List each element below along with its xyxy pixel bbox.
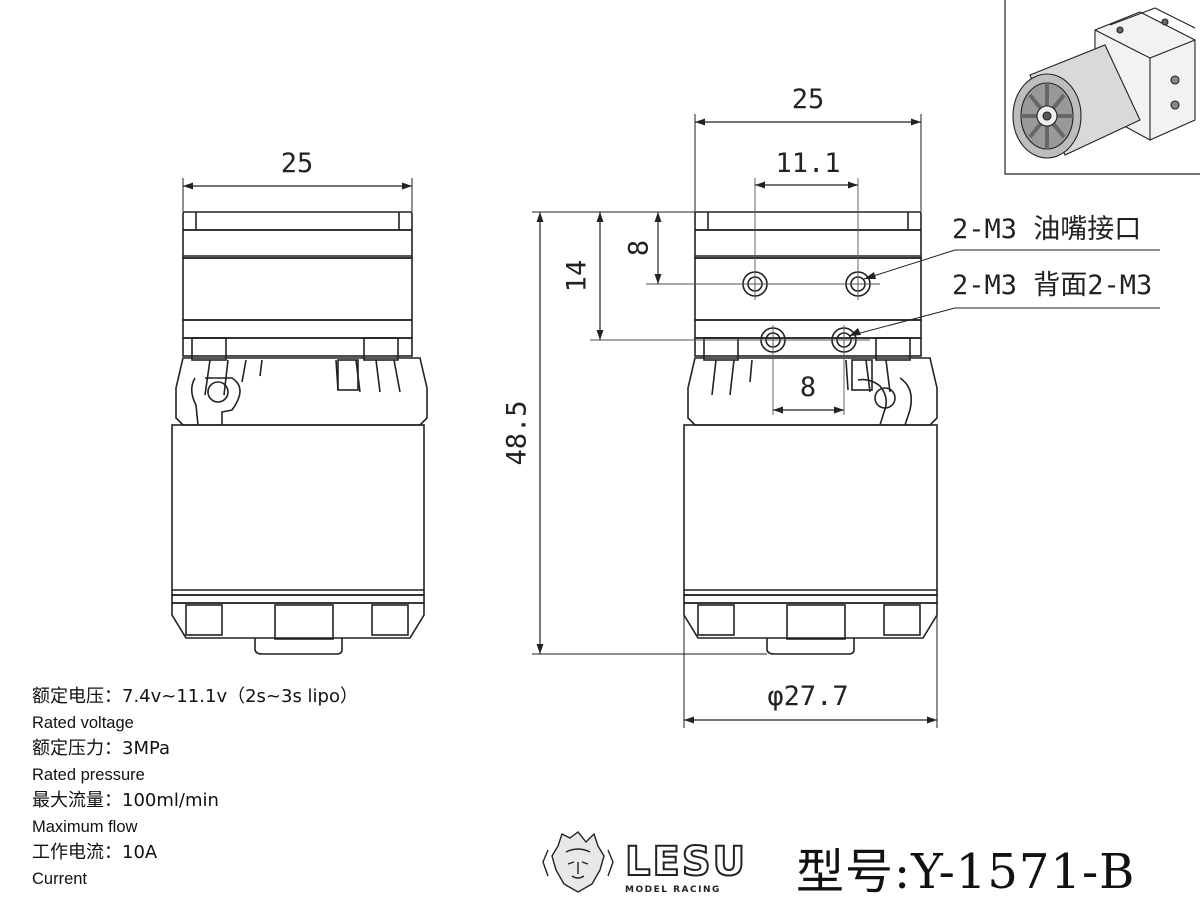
spec-current-cn: 工作电流：10A (32, 842, 158, 863)
callout-back-face: 2-M3 背面2-M3 (848, 270, 1160, 337)
dim-right-width: 25 (694, 84, 922, 212)
dim-hole-spacing: 11.1 (755, 148, 858, 189)
brand-logo: LESU MODEL RACING (624, 839, 755, 900)
port-centerlines (590, 178, 880, 415)
model-number: 型号:Y-1571-B (796, 844, 1136, 900)
lion-logo-icon (542, 831, 614, 893)
dim-diameter: φ27.7 (683, 603, 938, 728)
spec-current-en: Current (32, 870, 88, 888)
spec-list: 额定电压：7.4v~11.1v（2s~3s lipo） Rated voltag… (32, 684, 358, 892)
spec-rated-voltage-en: Rated voltage (32, 714, 134, 732)
spec-item: 额定电压：7.4v~11.1v（2s~3s lipo） Rated voltag… (32, 684, 358, 736)
brand-logo-subtitle: MODEL RACING (625, 885, 721, 895)
callout-oil-port: 2-M3 油嘴接口 (863, 214, 1160, 280)
dim-vertical-8-label: 8 (624, 240, 655, 256)
spec-rated-voltage-cn: 额定电压：7.4v~11.1v（2s~3s lipo） (32, 686, 358, 707)
pump-3d-render (1012, 7, 1196, 159)
spec-item: 工作电流：10A Current (32, 840, 358, 892)
callout-back-face-label: 2-M3 背面2-M3 (952, 270, 1152, 301)
dim-total-height: 48.5 (502, 211, 767, 655)
spec-rated-pressure-en: Rated pressure (32, 766, 145, 784)
pump-front-view (171, 211, 428, 655)
dim-right-width-label: 25 (792, 84, 825, 115)
dim-vertical-14-label: 14 (562, 260, 593, 293)
dim-lower-hole-spacing: 8 (773, 372, 844, 414)
dim-lower-hole-spacing-label: 8 (800, 372, 816, 403)
dim-vertical-14: 14 (562, 211, 650, 340)
dim-left-width: 25 (182, 148, 413, 212)
dim-hole-spacing-label: 11.1 (775, 148, 840, 179)
spec-rated-pressure-cn: 额定压力：3MPa (32, 738, 171, 759)
product-inset (1004, 0, 1200, 175)
dim-left-width-label: 25 (281, 148, 314, 179)
callout-oil-port-label: 2-M3 油嘴接口 (952, 214, 1141, 245)
spec-max-flow-en: Maximum flow (32, 818, 138, 836)
dim-total-height-label: 48.5 (502, 400, 533, 465)
spec-max-flow-cn: 最大流量：100ml/min (32, 790, 219, 811)
pump-side-view (683, 211, 938, 655)
dim-vertical-8: 8 (624, 211, 695, 284)
dim-diameter-label: φ27.7 (767, 681, 848, 712)
spec-item: 额定压力：3MPa Rated pressure (32, 736, 358, 788)
brand-logo-word: LESU (624, 839, 748, 885)
spec-item: 最大流量：100ml/min Maximum flow (32, 788, 358, 840)
